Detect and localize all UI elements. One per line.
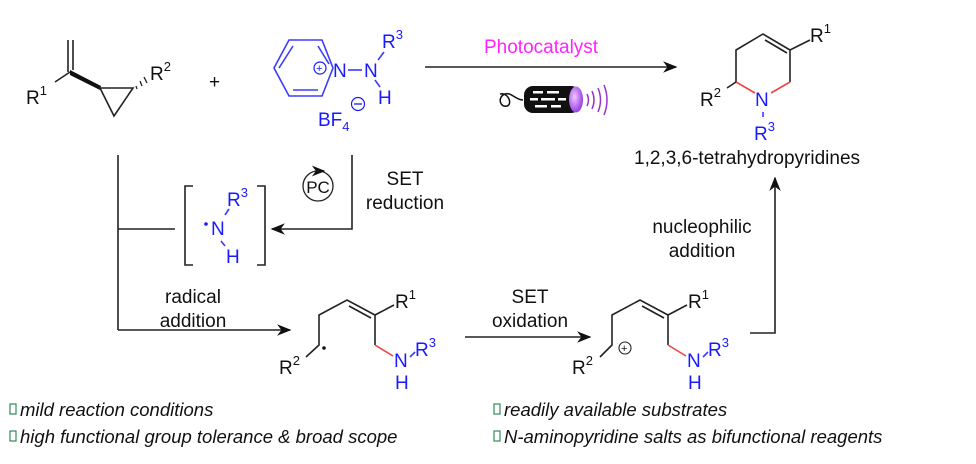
product-r3-label: R3: [754, 119, 775, 145]
radical-n: N: [211, 219, 225, 240]
pyridinium-n: N: [333, 61, 347, 82]
oxidation-label: oxidation: [492, 311, 568, 332]
int2-r1-label: R1: [688, 287, 709, 313]
vinylcyclopropane: R1 R2: [26, 40, 171, 118]
plus-sign: +: [209, 72, 220, 93]
highlight-item: readily available substrates: [504, 399, 727, 420]
r2-label: R2: [150, 59, 171, 85]
set-label: SET: [387, 169, 424, 190]
set-reduction-arrow: [270, 155, 353, 235]
product-n: N: [755, 90, 769, 111]
product-r1-label: R1: [810, 21, 831, 47]
nucleophilic-label: nucleophilic: [652, 217, 751, 238]
amine-n: N: [364, 61, 378, 82]
svg-text:+: +: [316, 63, 322, 75]
carbon-radical-intermediate: R2 R1 N R3 H: [279, 287, 436, 394]
cation-charge-icon: [618, 341, 632, 355]
product-name: 1,2,3,6-tetrahydropyridines: [634, 148, 860, 169]
reduction-label: reduction: [366, 193, 444, 214]
int1-r2-label: R2: [279, 353, 300, 379]
set-ox-label: SET: [512, 287, 549, 308]
int2-h: H: [688, 373, 702, 394]
addition-label: addition: [160, 311, 227, 332]
int2-r2-label: R2: [572, 353, 593, 379]
counterion: BF4: [318, 110, 350, 134]
radical-h: H: [226, 247, 240, 268]
bullet-icon: [493, 403, 501, 415]
lamp-icon: [499, 84, 608, 116]
negative-charge-icon: [350, 96, 366, 112]
r3-label: R3: [382, 27, 403, 53]
int1-h: H: [395, 373, 409, 394]
svg-text:+: +: [621, 343, 627, 355]
int2-r3-label: R3: [708, 335, 729, 361]
product-r2-label: R2: [700, 85, 721, 111]
highlight-item: N-aminopyridine salts as bifunctional re…: [504, 426, 882, 447]
int1-n: N: [394, 351, 408, 372]
r1-label: R1: [26, 83, 47, 109]
positive-charge-icon: [313, 61, 327, 75]
highlight-item: mild reaction conditions: [20, 399, 213, 420]
photocatalyst-label: Photocatalyst: [484, 37, 599, 58]
photocatalyst-cycle-icon: PC: [302, 165, 334, 202]
radical-label: radical: [165, 287, 221, 308]
aminyl-radical: N R3 H: [184, 185, 266, 268]
nucleophilic-addition-arrow: [750, 176, 781, 334]
int1-r3-label: R3: [415, 335, 436, 361]
highlight-list: mild reaction conditions readily availab…: [9, 399, 882, 447]
carbocation-intermediate: + R2 R1 N R3 H: [572, 287, 729, 394]
int1-r1-label: R1: [395, 287, 416, 313]
bullet-icon: [9, 430, 17, 442]
bullet-icon: [493, 430, 501, 442]
int2-n: N: [687, 351, 701, 372]
highlight-item: high functional group tolerance & broad …: [20, 426, 397, 447]
nuc-addition-label: addition: [669, 241, 736, 262]
n-aminopyridinium-salt: + N N R3 H BF4: [273, 27, 403, 134]
h-label: H: [378, 88, 392, 109]
radical-r3-label: R3: [227, 185, 248, 211]
tetrahydropyridine-product: R1 R2 N R3 1,2,3,6-tetrahydropyridines: [634, 21, 860, 169]
bullet-icon: [9, 403, 17, 415]
pc-label: PC: [306, 178, 330, 197]
